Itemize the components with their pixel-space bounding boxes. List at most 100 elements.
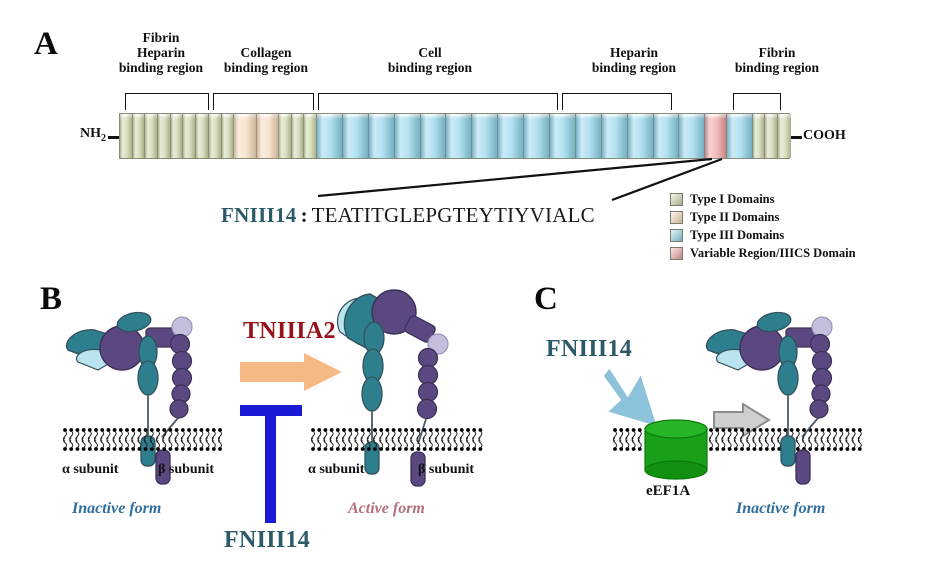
integrin-inactive-left <box>65 311 193 485</box>
beta-subunit-label-b-left: β subunit <box>158 462 214 478</box>
inhibitor-tbar <box>240 405 302 523</box>
domain-module-i <box>765 114 778 158</box>
domain-module-i <box>196 114 209 158</box>
domain-module-i <box>145 114 159 158</box>
eef1a-cylinder <box>644 419 708 480</box>
bracket-fibrin-heparin-left <box>125 93 209 110</box>
domain-module-i <box>158 114 171 158</box>
region-line: Fibrin <box>758 45 796 60</box>
domain-module-iii <box>549 114 576 158</box>
activator-label: TNIIIA2 <box>243 318 336 344</box>
effect-arrow-c <box>713 402 771 438</box>
form-label-c: Inactive form <box>736 500 826 517</box>
bracket-cell <box>318 93 558 110</box>
legend-item: Type II Domains <box>670 208 856 226</box>
beta-subunit-text: β subunit <box>418 462 475 477</box>
n-terminus-label: NH2 <box>80 126 106 144</box>
region-line: Heparin <box>136 45 185 60</box>
region-label-fibrin-heparin-left: Fibrin Heparin binding region <box>100 30 222 75</box>
eef1a-label: eEF1A <box>646 483 691 499</box>
domain-module-iii <box>575 114 602 158</box>
domain-module-iii <box>653 114 680 158</box>
legend-label: Type III Domains <box>690 227 785 242</box>
domain-module-i <box>752 114 766 158</box>
legend-label: Variable Region/IIICS Domain <box>690 245 856 260</box>
domain-module-i <box>120 114 133 158</box>
legend-label: Type II Domains <box>690 209 780 224</box>
domain-module-iii <box>368 114 395 158</box>
beta-subunit-text: β subunit <box>158 462 215 477</box>
panel-a-letter: A <box>34 26 58 62</box>
membrane-bilayer-b-right <box>311 428 483 451</box>
domain-module-iii <box>446 114 473 158</box>
legend-swatch-i <box>670 192 683 206</box>
region-line: binding region <box>591 60 677 75</box>
bracket-fibrin-right <box>733 93 781 110</box>
domain-module-iii <box>420 114 447 158</box>
n-terminus-text: NH <box>80 126 101 141</box>
beta-subunit-label-b-right: β subunit <box>418 462 474 478</box>
domain-module-iii <box>726 114 753 158</box>
domain-module-iii <box>316 114 343 158</box>
alpha-subunit-label-b-right: α subunit <box>308 462 364 478</box>
region-line: Heparin <box>609 45 658 60</box>
integrin-active-right <box>336 289 449 487</box>
inhibitor-label: FNIII14 <box>224 527 311 553</box>
region-line: binding region <box>223 60 309 75</box>
domain-module-iii <box>679 114 706 158</box>
domain-module-vr <box>705 114 727 158</box>
peptide-line: FNIII14 : TEATITGLEPGTEYTIYVIALC <box>221 203 595 228</box>
membrane-bilayer-c-left <box>613 428 642 451</box>
domain-module-i <box>221 114 235 158</box>
ligand-arrow-c <box>603 368 657 426</box>
membrane-bilayer-b-left <box>63 428 222 451</box>
peptide-name: FNIII14 <box>221 203 297 227</box>
domain-module-iii <box>342 114 369 158</box>
domain-module-i <box>304 114 317 158</box>
c-terminus-bond <box>789 136 802 139</box>
domain-module-i <box>183 114 197 158</box>
bracket-collagen <box>213 93 314 110</box>
alpha-subunit-label-b-left: α subunit <box>62 462 118 478</box>
alpha-subunit-text: α subunit <box>308 462 365 477</box>
region-line: binding region <box>118 60 204 75</box>
form-label-b-right: Active form <box>348 500 425 517</box>
integrin-inactive-c <box>705 311 833 485</box>
region-label-cell: Cell binding region <box>330 45 530 75</box>
form-label-b-left: Inactive form <box>72 500 162 517</box>
legend-swatch-ii <box>670 210 683 224</box>
domain-module-iii <box>524 114 550 158</box>
peptide-sequence: TEATITGLEPGTEYTIYVIALC <box>311 203 595 227</box>
n-terminus-subscript: 2 <box>101 132 106 144</box>
region-line: binding region <box>734 60 820 75</box>
domain-module-iii <box>498 114 525 158</box>
region-line: binding region <box>387 60 473 75</box>
peptide-separator: : <box>300 203 308 227</box>
domain-module-ii <box>234 114 257 158</box>
legend-item: Type I Domains <box>670 190 856 208</box>
panel-c-letter: C <box>534 281 558 317</box>
domain-module-iii <box>601 114 628 158</box>
ligand-label-c: FNIII14 <box>546 336 633 362</box>
legend-item: Variable Region/IIICS Domain <box>670 244 856 262</box>
fibronectin-domain-bar <box>119 113 791 159</box>
domain-module-i <box>132 114 146 158</box>
domain-module-i <box>291 114 305 158</box>
legend-label: Type I Domains <box>690 191 775 206</box>
panel-b-letter: B <box>40 281 63 317</box>
legend-swatch-iii <box>670 228 683 242</box>
peptide-leader-lines <box>317 157 723 202</box>
domain-module-iii <box>627 114 654 158</box>
region-line: Fibrin <box>142 30 180 45</box>
region-line: Collagen <box>240 45 292 60</box>
legend-swatch-vr <box>670 246 683 260</box>
domain-module-ii <box>256 114 279 158</box>
region-label-collagen: Collagen binding region <box>210 45 322 75</box>
domain-module-i <box>208 114 222 158</box>
domain-module-i <box>777 114 791 158</box>
region-line: Cell <box>418 45 442 60</box>
bracket-heparin <box>562 93 672 110</box>
region-label-heparin: Heparin binding region <box>575 45 693 75</box>
domain-module-i <box>170 114 184 158</box>
